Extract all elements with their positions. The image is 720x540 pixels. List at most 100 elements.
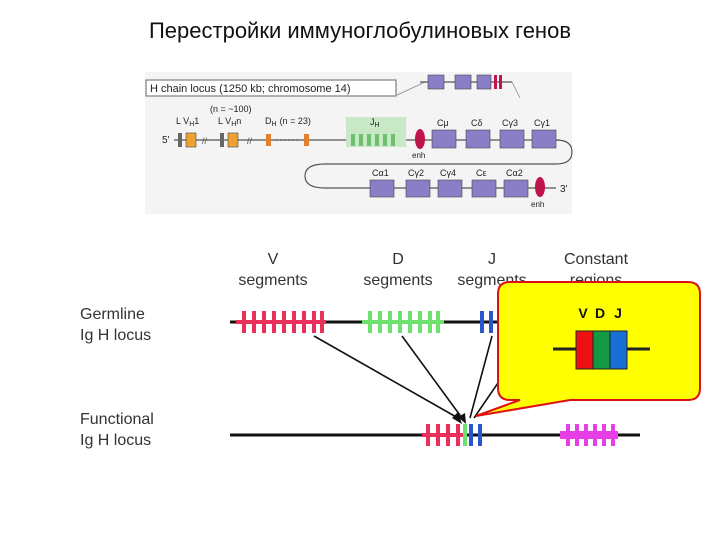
d-header-2: segments (363, 272, 432, 289)
l-segment-n (220, 133, 224, 147)
v-header-2: segments (238, 272, 307, 289)
j-header-1: J (488, 251, 496, 268)
l-vhn-text: L V (218, 116, 231, 126)
arrow-v (313, 335, 459, 419)
h-chain-locus-diagram: H chain locus (1250 kb; chromosome 14) 5… (145, 72, 573, 214)
enh-label-2: enh (531, 200, 544, 209)
three-prime-label: 3' (560, 184, 568, 195)
germline-v-segments (236, 311, 326, 333)
c-gamma1-gene (531, 129, 557, 149)
jh-segment-4 (375, 134, 379, 146)
vh1-segment (185, 132, 197, 148)
j-segment (480, 311, 484, 333)
c-gamma2-gene (405, 179, 431, 198)
jh-segment-3 (367, 134, 371, 146)
c-alpha2-label: Cα2 (506, 168, 523, 178)
callout-v-label: V (578, 305, 588, 321)
arrow-j-2 (473, 379, 501, 419)
callout-v-block (575, 330, 594, 370)
v-bar (422, 433, 464, 437)
callout-d-block (592, 330, 611, 370)
c-mu-gene (431, 129, 457, 149)
vdj-callout: V D J (475, 281, 701, 417)
l-segment-1 (178, 133, 182, 147)
functional-label-2: Ig H locus (80, 432, 151, 449)
v-segment-bar (236, 320, 326, 324)
inset-box-1 (427, 74, 445, 90)
dh-sub: H (272, 121, 277, 128)
germline-j-segments (480, 311, 493, 333)
inset-box-3 (476, 74, 492, 90)
inset-mark-2 (499, 75, 502, 89)
dh-segment-n (304, 134, 309, 146)
enh-label-1: enh (412, 151, 425, 160)
gap-mark-2: // (247, 136, 253, 146)
enhancer-1 (415, 129, 425, 149)
five-prime-label: 5' (162, 135, 170, 146)
inset-mark-1 (494, 75, 497, 89)
slide-title: Перестройки иммуноглобулиновых генов (148, 18, 572, 43)
zoom-line-right (511, 81, 521, 99)
enhancer-2 (535, 177, 545, 197)
callout-j-block (609, 330, 628, 370)
jh-segment-1 (351, 134, 355, 146)
rearrangement-arrows (313, 335, 501, 419)
c-alpha1-label: Cα1 (372, 168, 389, 178)
l-vh1-label: L VH1 (176, 116, 199, 128)
jh-segment-2 (359, 134, 363, 146)
functional-v-segments (422, 424, 464, 446)
c-alpha1-gene (369, 179, 395, 198)
l-vh1-text: L V (176, 116, 189, 126)
vh1-num: 1 (194, 116, 199, 126)
jh-segment-5 (383, 134, 387, 146)
dh-count: (n = 23) (280, 116, 311, 126)
locus-label: H chain locus (1250 kb; chromosome 14) (150, 83, 351, 95)
functional-label-1: Functional (80, 411, 154, 428)
c-gamma4-gene (437, 179, 463, 198)
c-epsilon-gene (471, 179, 497, 198)
vh1-sub: H (189, 121, 194, 128)
arrowhead-2 (458, 413, 466, 424)
c-gamma1-label: Cγ1 (534, 118, 550, 128)
callout-j-label: J (614, 305, 622, 321)
zoom-line-left (394, 81, 426, 97)
jh-text: J (370, 117, 375, 127)
inset-box-2 (454, 74, 472, 90)
c-header-1: Constant (564, 251, 629, 268)
dh-text: D (265, 116, 272, 126)
gap-mark-1: // (202, 136, 208, 146)
arrow-d (401, 335, 463, 419)
arrow-heads (452, 412, 466, 424)
c-gamma3-gene (499, 129, 525, 149)
arrow-j (469, 335, 493, 419)
d-segment-bar (362, 320, 444, 324)
jh-sub: H (375, 122, 380, 129)
vhn-num: n (236, 116, 241, 126)
dh-segment-1 (266, 134, 271, 146)
functional-d-segment (463, 424, 467, 446)
vdj-rearrangement-diagram: V segments D segments J segments Constan… (80, 251, 701, 449)
functional-j-segments (469, 424, 482, 446)
c-gamma4-label: Cγ4 (440, 168, 456, 178)
j-segment (469, 424, 473, 446)
jh-segment-6 (391, 134, 395, 146)
d-header-1: D (392, 251, 404, 268)
vh-count-label: (n = ~100) (210, 104, 252, 114)
vhn-sub: H (231, 121, 236, 128)
functional-constant-regions (560, 424, 618, 446)
c-bar (560, 431, 618, 439)
dh-label: DH(n = 23) (265, 116, 311, 128)
callout-d-label: D (595, 305, 605, 321)
c-gamma3-label: Cγ3 (502, 118, 518, 128)
c-delta-gene (465, 129, 491, 149)
arrowhead-1 (452, 412, 462, 424)
locus-label-box (145, 79, 397, 97)
jh-label: JH (370, 117, 380, 129)
vhn-segment (227, 132, 239, 148)
germline-d-segments (362, 311, 444, 333)
germline-label-1: Germline (80, 306, 145, 323)
c-gamma2-label: Cγ2 (408, 168, 424, 178)
j-segment (478, 424, 482, 446)
c-mu-label: Cμ (437, 118, 449, 128)
